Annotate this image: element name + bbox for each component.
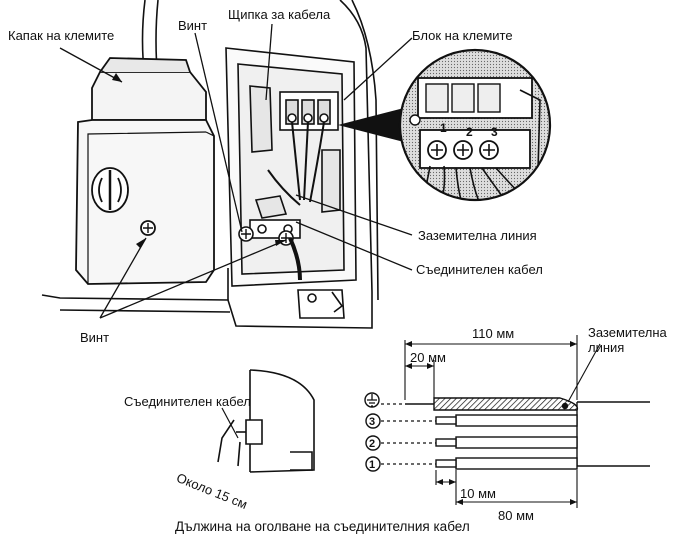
label-dim-80: 80 мм	[498, 508, 534, 523]
label-terminal-cover: Капак на клемите	[8, 28, 115, 43]
terminal-number: 3	[491, 125, 498, 139]
terminal-cover	[75, 57, 215, 285]
wire-marker-leaders	[381, 403, 436, 465]
wire-number-3: 3	[369, 416, 375, 428]
label-screw-top: Винт	[178, 18, 208, 33]
dimension-arrowheads	[405, 341, 577, 505]
wire-number-2: 2	[369, 438, 375, 450]
label-connecting-cable-small: Съединителен кабел	[124, 394, 251, 409]
wire-marker-3	[365, 413, 381, 429]
side-detail	[217, 369, 315, 473]
wire-marker-2	[365, 435, 381, 451]
terminal-number: 2	[466, 125, 473, 139]
wire-marker-1	[365, 456, 381, 472]
stripped-cable	[405, 397, 650, 470]
label-connecting-cable: Съединителен кабел	[416, 262, 543, 277]
label-dim-110: 110 мм	[472, 326, 515, 341]
terminal-number: 1	[440, 121, 447, 135]
ground-symbol-icon	[367, 394, 377, 407]
terminal-block-zoom: 1 2 3	[338, 48, 552, 202]
label-ground-line-2: Заземителна линия	[588, 325, 667, 355]
terminal-box	[225, 47, 357, 319]
label-cable-clamp: Щипка за кабела	[228, 7, 331, 22]
wire-number-1: 1	[369, 459, 375, 471]
side-detail-leader	[221, 407, 239, 439]
figure-caption: Дължина на оголване на съединителния каб…	[175, 519, 470, 534]
indoor-unit-body	[41, 0, 379, 329]
label-dim-20: 20 мм	[410, 350, 446, 365]
label-terminal-block: Блок на клемите	[412, 28, 513, 43]
label-dim-10: 10 мм	[460, 486, 496, 501]
leader-lines	[59, 23, 413, 319]
leader-arrowheads	[112, 73, 286, 248]
label-screw-bottom: Винт	[80, 330, 110, 345]
wire-markers	[364, 392, 381, 472]
label-ground-line: Заземителна линия	[418, 228, 537, 243]
